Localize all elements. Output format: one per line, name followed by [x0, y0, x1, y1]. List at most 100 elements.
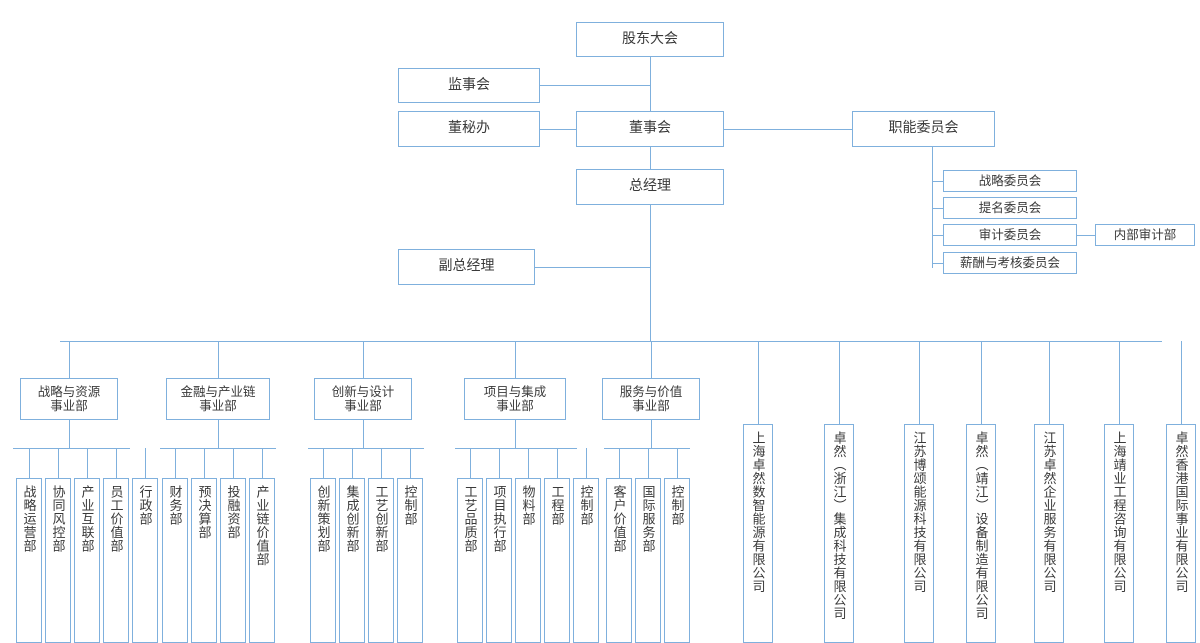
department-label: 工艺创新部: [373, 485, 389, 553]
department-label: 协同风控部: [50, 485, 66, 553]
box-division-5[interactable]: 服务与价值 事业部: [602, 378, 700, 420]
connector-bus-subsidiary-5: [1049, 341, 1050, 424]
connector-secretary-board: [540, 129, 578, 130]
department-label: 客户价值部: [611, 485, 627, 553]
box-department-1-4[interactable]: 员工价值部: [103, 478, 129, 643]
sub-bus-division-5: [604, 448, 690, 449]
connector-committee-1: [932, 181, 944, 182]
box-deputy-general-manager[interactable]: 副总经理: [398, 249, 535, 285]
connector-committee-4: [932, 263, 944, 264]
connector-subbus-dept-1-2: [58, 448, 59, 478]
connector-gm-bus: [650, 205, 651, 341]
box-department-4-5[interactable]: 控制部: [573, 478, 599, 643]
box-board-of-directors[interactable]: 董事会: [576, 111, 724, 147]
box-department-1-5[interactable]: 行政部: [132, 478, 158, 643]
department-label: 员工价值部: [108, 485, 124, 553]
connector-shareholders-board: [650, 57, 651, 111]
connector-bus-subsidiary-7: [1181, 341, 1182, 424]
department-label: 控制部: [402, 485, 418, 526]
department-label: 工程部: [549, 485, 565, 526]
connector-subbus-dept-2-2: [204, 448, 205, 478]
connector-division-subbus-1: [69, 420, 70, 448]
connector-subbus-dept-1-3: [87, 448, 88, 478]
department-label: 工艺品质部: [462, 485, 478, 553]
box-committee-strategy[interactable]: 战略委员会: [943, 170, 1077, 192]
department-label: 投融资部: [225, 485, 241, 539]
connector-subbus-dept-3-4: [410, 448, 411, 478]
box-division-3[interactable]: 创新与设计 事业部: [314, 378, 412, 420]
box-department-5-1[interactable]: 客户价值部: [606, 478, 632, 643]
box-department-1-1[interactable]: 战略运营部: [16, 478, 42, 643]
connector-subbus-dept-3-1: [323, 448, 324, 478]
connector-bus-subsidiary-3: [919, 341, 920, 424]
box-department-1-3[interactable]: 产业互联部: [74, 478, 100, 643]
sub-bus-division-3: [308, 448, 424, 449]
box-department-3-1[interactable]: 创新策划部: [310, 478, 336, 643]
sub-bus-division-2: [160, 448, 276, 449]
box-general-manager[interactable]: 总经理: [576, 169, 724, 205]
box-department-2-4[interactable]: 产业链价值部: [249, 478, 275, 643]
connector-bus-division-2: [218, 341, 219, 378]
box-functional-committee[interactable]: 职能委员会: [852, 111, 995, 147]
box-department-1-2[interactable]: 协同风控部: [45, 478, 71, 643]
connector-subbus-dept-3-3: [381, 448, 382, 478]
connector-subbus-dept-2-1: [175, 448, 176, 478]
connector-committee-spine: [932, 147, 933, 268]
box-board-secretary-office[interactable]: 董秘办: [398, 111, 540, 147]
box-subsidiary-6[interactable]: 上海靖业工程咨询有限公司: [1104, 424, 1134, 643]
connector-subbus-dept-3-2: [352, 448, 353, 478]
box-subsidiary-7[interactable]: 卓然香港国际事业有限公司: [1166, 424, 1196, 643]
box-subsidiary-1[interactable]: 上海卓然数智能源有限公司: [743, 424, 773, 643]
box-supervisory-board[interactable]: 监事会: [398, 68, 540, 103]
connector-subbus-dept-1-4: [116, 448, 117, 478]
box-department-3-3[interactable]: 工艺创新部: [368, 478, 394, 643]
box-department-2-3[interactable]: 投融资部: [220, 478, 246, 643]
connector-subbus-dept-4-1: [470, 448, 471, 478]
subsidiary-label: 卓然（靖江）设备制造有限公司: [973, 431, 989, 620]
department-label: 战略运营部: [21, 485, 37, 553]
box-subsidiary-2[interactable]: 卓然（浙江）集成科技有限公司: [824, 424, 854, 643]
box-department-5-2[interactable]: 国际服务部: [635, 478, 661, 643]
box-department-5-3[interactable]: 控制部: [664, 478, 690, 643]
connector-committee-2: [932, 208, 944, 209]
connector-bus-subsidiary-2: [839, 341, 840, 424]
connector-committee-3: [932, 235, 944, 236]
connector-division-subbus-3: [363, 420, 364, 448]
connector-bus-subsidiary-6: [1119, 341, 1120, 424]
box-department-2-2[interactable]: 预决算部: [191, 478, 217, 643]
box-committee-remuneration[interactable]: 薪酬与考核委员会: [943, 252, 1077, 274]
connector-bus-division-1: [69, 341, 70, 378]
department-label: 项目执行部: [491, 485, 507, 553]
department-label: 行政部: [137, 485, 153, 526]
box-department-4-4[interactable]: 工程部: [544, 478, 570, 643]
connector-subbus-dept-4-5: [586, 448, 587, 478]
box-division-1[interactable]: 战略与资源 事业部: [20, 378, 118, 420]
box-department-4-3[interactable]: 物料部: [515, 478, 541, 643]
department-label: 预决算部: [196, 485, 212, 539]
box-department-2-1[interactable]: 财务部: [162, 478, 188, 643]
connector-board-gm: [650, 147, 651, 169]
subsidiary-label: 卓然香港国际事业有限公司: [1173, 431, 1189, 593]
connector-division-subbus-5: [651, 420, 652, 448]
sub-bus-division-1: [13, 448, 130, 449]
box-division-4[interactable]: 项目与集成 事业部: [464, 378, 566, 420]
box-subsidiary-3[interactable]: 江苏博颂能源科技有限公司: [904, 424, 934, 643]
department-label: 控制部: [669, 485, 685, 526]
box-internal-audit-department[interactable]: 内部审计部: [1095, 224, 1195, 246]
connector-bus-subsidiary-4: [981, 341, 982, 424]
box-committee-audit[interactable]: 审计委员会: [943, 224, 1077, 246]
box-department-3-4[interactable]: 控制部: [397, 478, 423, 643]
subsidiary-label: 上海卓然数智能源有限公司: [750, 431, 766, 593]
box-committee-nomination[interactable]: 提名委员会: [943, 197, 1077, 219]
box-department-4-2[interactable]: 项目执行部: [486, 478, 512, 643]
connector-subbus-dept-5-1: [619, 448, 620, 478]
box-subsidiary-4[interactable]: 卓然（靖江）设备制造有限公司: [966, 424, 996, 643]
box-shareholders-meeting[interactable]: 股东大会: [576, 22, 724, 57]
subsidiary-label: 上海靖业工程咨询有限公司: [1111, 431, 1127, 593]
box-department-3-2[interactable]: 集成创新部: [339, 478, 365, 643]
subsidiary-label: 卓然（浙江）集成科技有限公司: [831, 431, 847, 620]
box-department-4-1[interactable]: 工艺品质部: [457, 478, 483, 643]
box-subsidiary-5[interactable]: 江苏卓然企业服务有限公司: [1034, 424, 1064, 643]
box-division-2[interactable]: 金融与产业链 事业部: [166, 378, 270, 420]
